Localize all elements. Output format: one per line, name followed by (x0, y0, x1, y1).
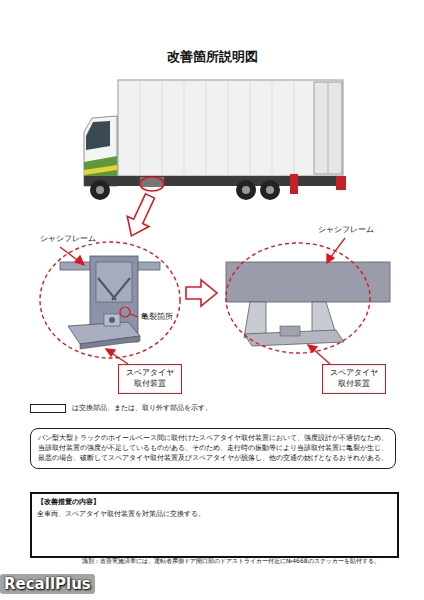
box-text: 全車両、スペアタイヤ取付装置を対策品に交換する。 (37, 509, 392, 520)
pointer-arrow (121, 191, 161, 241)
old-bracket-picture (40, 242, 180, 358)
truck-picture (84, 80, 346, 200)
change-arrow (186, 280, 217, 306)
part-label: 亀裂箇所 (141, 312, 173, 322)
watermark: RecallPlus (0, 574, 95, 594)
part-callout-box: スペアタイヤ 取付装置 (118, 364, 182, 394)
box-heading: 【改善措置の内容】 (37, 497, 392, 508)
box-text: スペアタイヤ 取付装置 (121, 368, 179, 390)
part-label: シャシフレーム (40, 234, 96, 244)
part-label: シャシフレーム (318, 225, 374, 235)
legend-text: は交換部品、または、取り外す部品を示す。 (72, 403, 212, 413)
box-text: スペアタイヤ 取付装置 (325, 368, 383, 390)
legend-swatch (30, 404, 66, 413)
caption: 識別：改善実施済車には、運転者席側ドア開口部のドアストライカー付近に№4668の… (82, 557, 380, 566)
title: 改善箇所説明図 (0, 48, 424, 66)
description-box: バン型大型トラックのホイールベース間に取付けたスペアタイヤ取付装置において、強度… (30, 428, 396, 469)
new-bracket-picture (226, 243, 390, 353)
measure-box: 【改善措置の内容】全車両、スペアタイヤ取付装置を対策品に交換する。 (30, 492, 399, 558)
part-callout-box: スペアタイヤ 取付装置 (322, 364, 386, 394)
leader-lines (60, 238, 345, 364)
box-text: バン型大型トラックのホイールベース間に取付けたスペアタイヤ取付装置において、強度… (38, 434, 388, 463)
